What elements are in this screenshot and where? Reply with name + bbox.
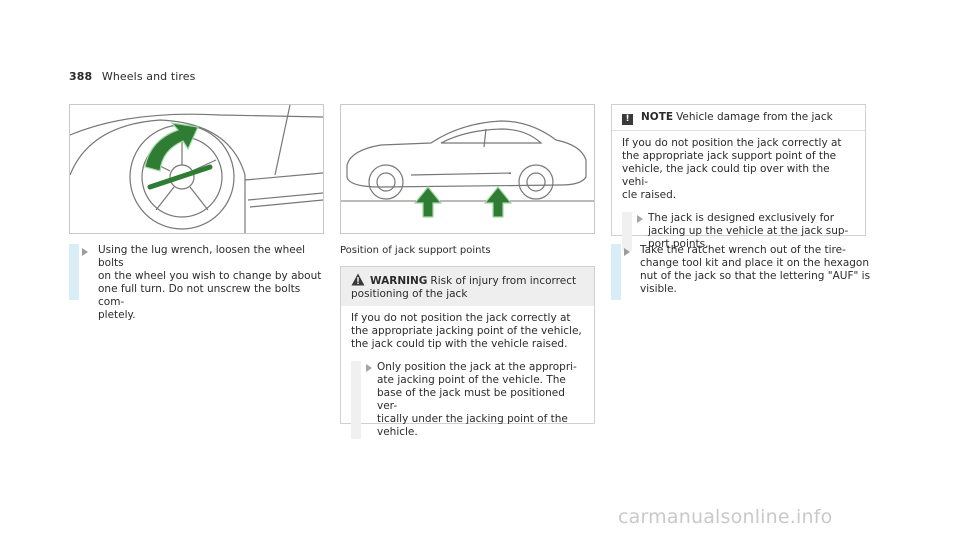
warning-instruction: Only position the jack at the appropri- … — [351, 361, 584, 439]
warning-label: WARNING — [370, 275, 428, 287]
warning-body: If you do not position the jack correctl… — [341, 306, 594, 447]
step-text: Using the lug wrench, loosen the wheel b… — [98, 244, 322, 321]
lug-wrench-illustration — [70, 105, 323, 233]
step-text: Take the ratchet wrench out of the tire-… — [640, 244, 871, 295]
warning-title: Risk of injury from incorrect positionin… — [351, 275, 577, 300]
instruction-arrow-icon — [637, 215, 643, 223]
page-header: 388 Wheels and tires — [69, 70, 195, 83]
section-title: Wheels and tires — [101, 70, 196, 83]
note-title: Vehicle damage from the jack — [676, 111, 833, 123]
step-arrow-icon — [624, 248, 630, 256]
step-arrow-icon — [82, 248, 88, 256]
instruction-arrow-icon — [366, 364, 372, 372]
step-bar — [69, 244, 79, 300]
warning-instruction-text: Only position the jack at the appropri- … — [377, 361, 577, 438]
watermark: carmanualsonline.info — [618, 506, 833, 528]
warning-icon — [351, 273, 365, 286]
warning-text: If you do not position the jack correctl… — [351, 312, 582, 350]
instruction-bar — [622, 212, 632, 251]
instruction-bar — [351, 361, 361, 439]
jack-points-illustration — [341, 120, 594, 218]
note-text: If you do not position the jack correctl… — [622, 137, 842, 201]
note-label: NOTE — [641, 111, 674, 123]
step-bar — [611, 244, 621, 300]
note-instruction-text: The jack is designed exclusively for jac… — [648, 212, 849, 250]
exclamation-icon: ! — [622, 114, 633, 125]
step-ratchet-wrench: Take the ratchet wrench out of the tire-… — [611, 244, 871, 300]
figure-lug-wrench — [69, 104, 324, 234]
figure-caption: Position of jack support points — [340, 245, 491, 256]
page-number: 388 — [69, 70, 93, 83]
note-instruction: The jack is designed exclusively for jac… — [622, 212, 855, 251]
figure-jack-points — [340, 104, 595, 234]
note-body: If you do not position the jack correctl… — [612, 131, 865, 259]
step-loosen-bolts: Using the lug wrench, loosen the wheel b… — [69, 244, 329, 321]
